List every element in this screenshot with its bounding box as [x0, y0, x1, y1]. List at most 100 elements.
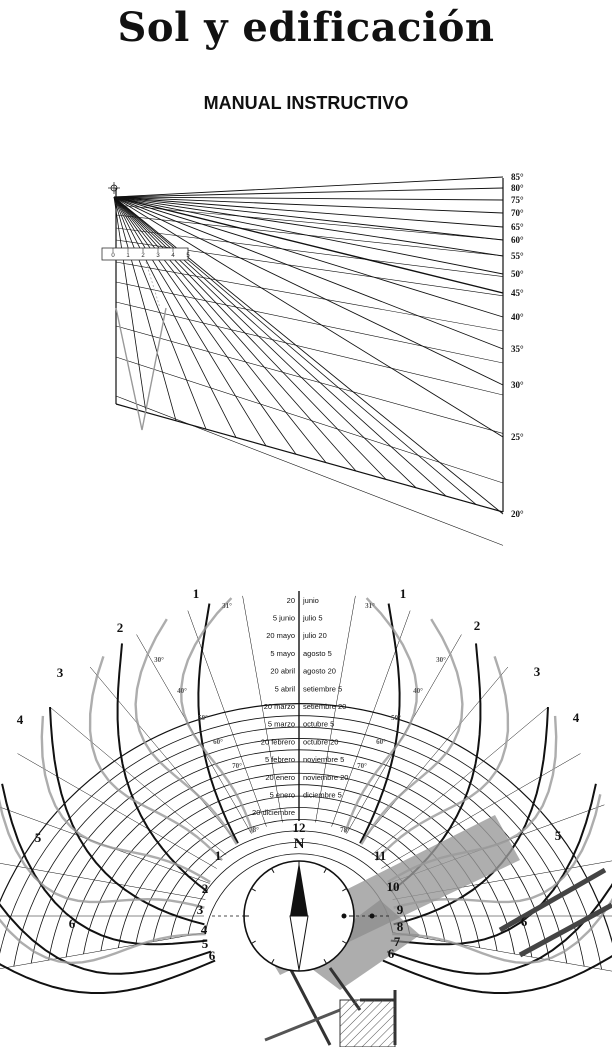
compass-dot-1	[341, 913, 347, 919]
protractor-angle-labels: 85°80°75°70°65°60°55°50°45°40°35°30°25°2…	[511, 172, 524, 519]
cross-line	[115, 214, 504, 257]
hour-curve	[49, 707, 205, 926]
inner-hour-label: 6	[388, 946, 395, 961]
azimuth-line	[371, 706, 549, 856]
compass-dot-2	[369, 913, 375, 919]
altitude-labels: 31°31°30°30°40°40°50°50°60°60°70°70°78°7…	[154, 602, 446, 834]
fan-line	[113, 196, 327, 463]
outer-hour-label: 3	[57, 665, 64, 680]
angle-label: 20°	[511, 509, 524, 519]
fan-line	[113, 196, 357, 472]
gray-triangle-outline	[115, 307, 167, 431]
altitude-label: 30°	[436, 656, 446, 664]
date-label-left: 5 febrero	[265, 755, 295, 764]
cross-line	[115, 227, 504, 277]
outer-hour-label: 4	[17, 712, 24, 727]
angle-label: 45°	[511, 288, 524, 298]
cross-line	[115, 395, 504, 546]
angle-line	[113, 196, 504, 228]
date-label-right: setiembre 5	[303, 684, 342, 693]
date-label-left: 20 febrero	[261, 737, 295, 746]
altitude-label: 70°	[357, 762, 367, 770]
gray-triangle-overlay	[115, 261, 167, 431]
page-title: Sol y edificación	[117, 4, 495, 51]
angle-line	[113, 196, 504, 241]
inner-hour-label: 1	[215, 848, 222, 863]
angle-label: 50°	[511, 269, 524, 279]
azimuth-line	[315, 595, 356, 823]
altitude-curve	[88, 656, 223, 862]
fan-line	[113, 196, 297, 455]
angle-label: 70°	[511, 208, 524, 218]
inner-hour-label: 7	[394, 934, 401, 949]
compass-tick	[342, 888, 347, 892]
altitude-label: 40°	[413, 687, 423, 695]
angle-line	[113, 196, 504, 438]
angle-line	[113, 196, 504, 386]
north-needle	[290, 862, 308, 916]
angle-label: 30°	[511, 380, 524, 390]
fan-line	[113, 196, 267, 447]
angle-label: 55°	[511, 251, 524, 261]
date-label-right: noviembre 5	[303, 755, 344, 764]
outer-hour-label: 5	[35, 830, 42, 845]
azimuth-line	[17, 753, 217, 869]
altitude-curve	[134, 618, 238, 845]
cross-line	[115, 281, 504, 364]
compass-tick	[251, 940, 256, 944]
north-label: N	[294, 836, 305, 852]
fan-line	[113, 196, 417, 489]
fan-line	[113, 196, 147, 413]
outer-hour-label: 6	[521, 914, 528, 929]
altitude-label: 40°	[177, 687, 187, 695]
outer-hour-label: 1	[400, 586, 407, 601]
inner-hour-label: 5	[202, 936, 209, 951]
inner-hour-label: 11	[374, 848, 386, 863]
inner-hour-label: 10	[387, 879, 400, 894]
angle-line	[113, 176, 504, 198]
building-walls	[288, 967, 397, 1046]
azimuth-line	[0, 932, 206, 969]
azimuth-line	[242, 595, 283, 823]
gray-triangle-guide	[145, 261, 161, 309]
inner-hour-label: 9	[397, 902, 404, 917]
azimuth-line	[89, 666, 239, 844]
azimuth-line	[331, 610, 411, 827]
compass-tick	[251, 888, 256, 892]
hour-curve	[1, 783, 208, 946]
altitude-label: 60°	[213, 738, 223, 746]
inner-hour-label: 3	[197, 902, 204, 917]
date-label-right: octubre 5	[303, 720, 334, 729]
bottom-edge-line	[115, 403, 504, 513]
altitude-curve	[343, 597, 419, 834]
cross-line	[115, 261, 504, 332]
cross-line	[115, 325, 504, 434]
date-label-right: setiembre 20	[303, 702, 346, 711]
date-label-right: julio 20	[302, 631, 327, 640]
altitude-curve	[0, 798, 205, 909]
date-label-right: octubre 20	[303, 737, 338, 746]
angle-line	[113, 196, 504, 294]
angle-label: 35°	[511, 344, 524, 354]
date-label-left: 20	[287, 596, 295, 605]
south-needle	[289, 915, 309, 971]
ruler-tick-label: 0	[111, 253, 115, 259]
date-label-right: julio 5	[302, 614, 323, 623]
altitude-label: 70°	[232, 762, 242, 770]
date-label-right: agosto 20	[303, 667, 336, 676]
building-wall-right	[498, 867, 612, 958]
inner-hour-label: 6	[209, 948, 216, 963]
compass-tick	[271, 868, 275, 873]
date-label-right: junio	[302, 596, 319, 605]
compass-tick	[271, 959, 275, 964]
angle-line	[113, 196, 504, 350]
altitude-curve	[0, 918, 206, 965]
altitude-label: 78°	[340, 826, 350, 834]
date-label-left: 20 abril	[270, 667, 295, 676]
fan-line	[113, 196, 387, 480]
date-label-right: diciembre 5	[303, 790, 342, 799]
